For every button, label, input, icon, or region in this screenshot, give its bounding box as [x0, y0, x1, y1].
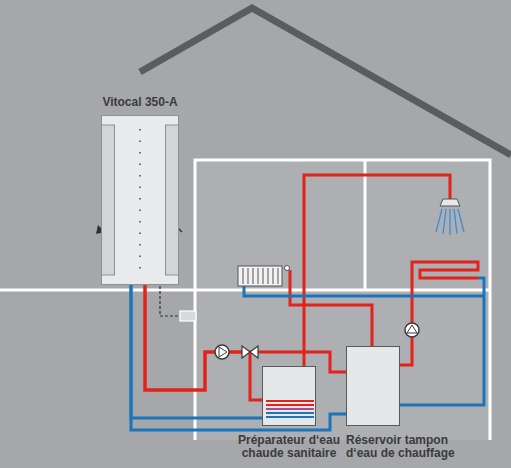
tank-body [346, 346, 400, 426]
roof [140, 8, 511, 155]
radiator [238, 266, 290, 287]
tank-body [262, 366, 316, 426]
return-pipe [131, 285, 346, 430]
house-walls [0, 160, 490, 440]
node-label: Réservoir tampon d‘eau de chauffage [346, 434, 476, 460]
buffer-tank: Réservoir tampon d‘eau de chauffage [346, 346, 476, 460]
heating-coil [263, 367, 317, 427]
pipe-connector [131, 285, 346, 430]
control-wire [160, 286, 180, 316]
house-interior [195, 160, 490, 440]
unit-housing [101, 115, 179, 285]
pipe-connector [131, 285, 262, 418]
node-label: Vitocal 350-A [92, 96, 188, 109]
return-pipe [131, 285, 262, 418]
heat-pump-outline [101, 115, 179, 285]
node-label: Préparateur d‘eau chaude sanitaire [234, 434, 344, 460]
pump-symbol [215, 345, 229, 359]
controller-box [180, 311, 196, 321]
hot-water-tank: Préparateur d‘eau chaude sanitaire [234, 366, 344, 460]
shower [436, 199, 464, 235]
pump-symbol [405, 323, 419, 337]
valve-symbol [242, 346, 258, 358]
heat-pump-unit: Vitocal 350-A [92, 96, 188, 285]
